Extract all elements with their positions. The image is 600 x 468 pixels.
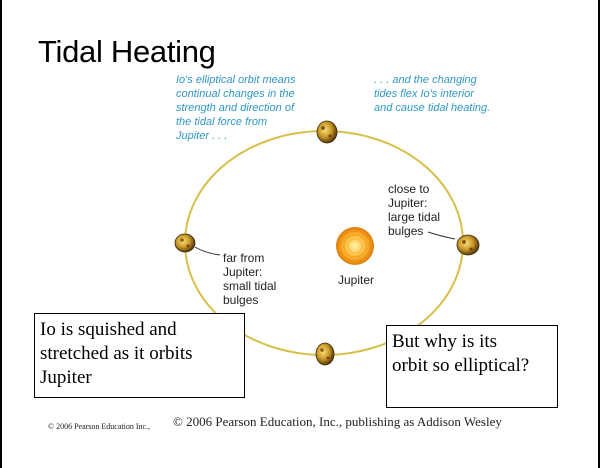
left-annotation: Io's elliptical orbit means continual ch… bbox=[176, 74, 296, 142]
jupiter-label: Jupiter bbox=[338, 273, 375, 287]
close-to-jupiter-label: close to Jupiter: large tidal bulges bbox=[388, 182, 441, 238]
far-label-leader bbox=[194, 246, 221, 256]
slide-title: Tidal Heating bbox=[38, 34, 216, 69]
elliptical-orbit-question-textbox: But why is its orbit so elliptical? bbox=[386, 325, 558, 408]
io-moon-right bbox=[456, 234, 480, 256]
close-label-leader bbox=[427, 231, 456, 240]
publisher-copyright: © 2006 Pearson Education, Inc., publishi… bbox=[173, 414, 502, 429]
io-moon-top bbox=[316, 120, 338, 144]
io-moon-bottom bbox=[315, 342, 335, 366]
io-moon-left bbox=[174, 233, 196, 253]
right-annotation: . . . and the changing tides flex Io's i… bbox=[374, 74, 491, 114]
squished-stretched-textbox: Io is squished and stretched as it orbit… bbox=[34, 313, 245, 398]
far-from-jupiter-label: far from Jupiter: small tidal bulges bbox=[223, 251, 277, 307]
jupiter-planet bbox=[336, 227, 374, 265]
small-copyright: © 2006 Pearson Education Inc., bbox=[48, 422, 151, 431]
